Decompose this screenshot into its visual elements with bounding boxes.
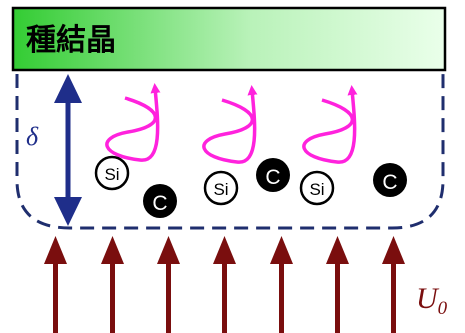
swirl-arrow [302,85,358,164]
flow-arrow [44,236,67,333]
atom-carbon: C [143,184,177,218]
atom-carbon: C [256,158,290,192]
flow-arrows [44,236,405,333]
seed-crystal-label: 種結晶 [26,23,116,58]
flow-velocity-symbol: U [416,282,440,315]
delta-symbol: δ [26,122,39,151]
atom-label: Si [104,165,119,184]
swirl-arrows [105,83,358,164]
seed-crystal: 種結晶 [11,6,447,72]
boundary-thickness-arrow [54,74,82,226]
flow-arrow [270,236,293,333]
flow-velocity-subscript: 0 [438,298,448,319]
boundary-layer-outline [15,74,445,230]
flow-arrow [382,236,405,333]
atom-label: C [152,192,167,215]
flow-velocity-label: U0 [416,282,448,319]
atom-silicon: Si [299,170,335,206]
atom-label: Si [309,180,324,199]
swirl-arrow [202,85,258,164]
flow-arrow [213,236,236,333]
atom-silicon: Si [94,155,130,191]
atom-label: C [265,166,280,189]
flow-arrow [326,236,349,333]
flow-arrow [101,236,124,333]
flow-arrow [157,236,180,333]
atom-label: C [382,171,397,194]
atom-label: Si [213,180,228,199]
swirl-arrow [105,83,161,162]
atom-silicon: Si [203,170,239,206]
atom-carbon: C [373,163,407,197]
